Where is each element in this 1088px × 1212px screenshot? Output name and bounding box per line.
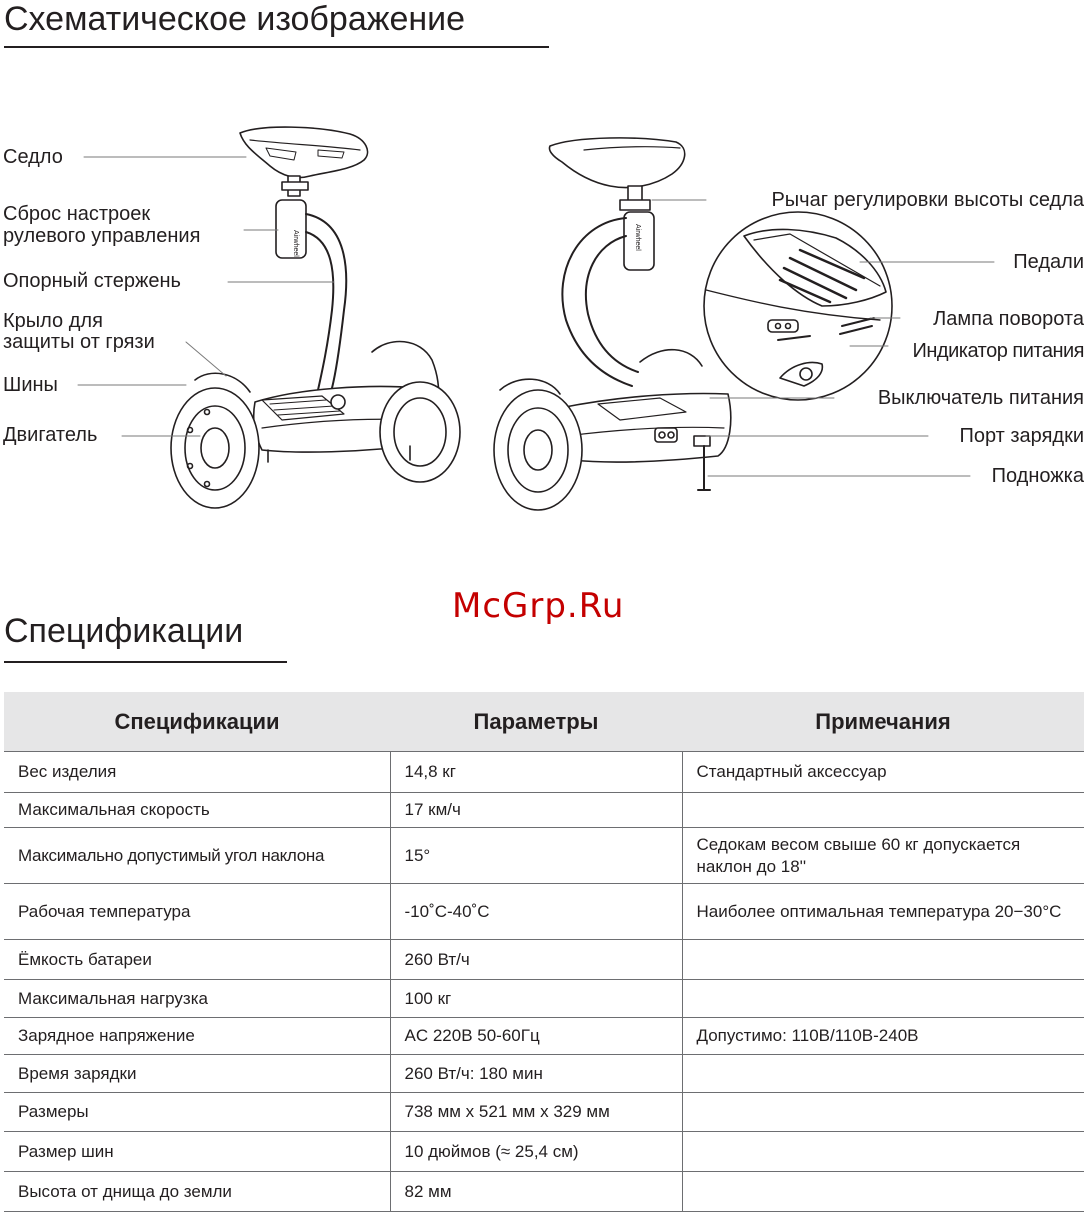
scooter-schematic-drawing: Airwheel bbox=[77, 126, 995, 511]
cell-param: 10 дюймов (≈ 25,4 см) bbox=[389, 1131, 682, 1172]
cell-param: -10˚C-40˚C bbox=[389, 883, 682, 940]
cell-param: 260 Вт/ч bbox=[389, 939, 682, 980]
table-row: Вес изделия 14,8 кг Стандартный аксессуа… bbox=[4, 751, 1084, 793]
cell-param: 100 кг bbox=[389, 979, 682, 1018]
label-fender-line2: защиты от грязи bbox=[3, 331, 155, 353]
table-row: Максимальная скорость 17 км/ч bbox=[4, 792, 1084, 828]
cell-param: 17 км/ч bbox=[389, 792, 682, 828]
cell-note: Наиболее оптимальная температура 20−30°C bbox=[681, 883, 1084, 940]
cell-spec: Размер шин bbox=[4, 1131, 390, 1172]
cell-note bbox=[681, 1171, 1084, 1212]
cell-spec: Рабочая температура bbox=[4, 883, 390, 940]
label-kickstand: Подножка bbox=[991, 465, 1084, 487]
cell-spec: Размеры bbox=[4, 1092, 390, 1132]
specs-title-rule bbox=[4, 661, 287, 663]
cell-param: 14,8 кг bbox=[389, 751, 682, 793]
table-row: Размеры 738 мм х 521 мм х 329 мм bbox=[4, 1092, 1084, 1132]
header-param: Параметры bbox=[390, 692, 682, 752]
cell-spec: Максимальная скорость bbox=[4, 792, 390, 828]
table-row: Максимально допустимый угол наклона 15° … bbox=[4, 827, 1084, 884]
cell-note bbox=[681, 1131, 1084, 1172]
label-tires: Шины bbox=[3, 374, 58, 396]
cell-note bbox=[681, 1092, 1084, 1132]
left-leader-lines bbox=[77, 156, 335, 437]
cell-note bbox=[681, 979, 1084, 1018]
cell-spec: Высота от днища до земли bbox=[4, 1171, 390, 1212]
label-steering-reset-line2: рулевого управления bbox=[3, 225, 201, 247]
cell-param: AC 220В 50-60Гц bbox=[389, 1017, 682, 1055]
specs-title: Спецификации bbox=[4, 612, 244, 650]
cell-param: 260 Вт/ч: 180 мин bbox=[389, 1054, 682, 1093]
left-scooter-illustration: Airwheel bbox=[170, 126, 461, 509]
table-row: Максимальная нагрузка 100 кг bbox=[4, 979, 1084, 1018]
right-leader-lines bbox=[651, 199, 995, 477]
cell-note bbox=[681, 939, 1084, 980]
label-turn-lamp: Лампа поворота bbox=[933, 308, 1084, 330]
right-scooter-illustration: Airwheel bbox=[493, 137, 893, 511]
cell-note: Стандартный аксессуар bbox=[681, 751, 1084, 793]
label-motor: Двигатель bbox=[3, 424, 98, 446]
cell-param: 82 мм bbox=[389, 1171, 682, 1212]
label-fender-line1: Крыло для bbox=[3, 310, 103, 332]
cell-note: Седокам весом свыше 60 кг допускается на… bbox=[681, 827, 1084, 884]
cell-spec: Время зарядки bbox=[4, 1054, 390, 1093]
right-brand-text: Airwheel bbox=[634, 224, 641, 251]
label-seat-height-lever: Рычаг регулировки высоты седла bbox=[771, 189, 1084, 211]
cell-spec: Ёмкость батареи bbox=[4, 939, 390, 980]
cell-spec: Вес изделия bbox=[4, 751, 390, 793]
specs-table: Спецификации Параметры Примечания Вес из… bbox=[4, 692, 1084, 1212]
specs-table-header: Спецификации Параметры Примечания bbox=[4, 692, 1084, 752]
cell-spec: Максимально допустимый угол наклона bbox=[4, 827, 390, 884]
label-pedals: Педали bbox=[1013, 251, 1084, 273]
table-row: Высота от днища до земли 82 мм bbox=[4, 1171, 1084, 1212]
table-row: Зарядное напряжение AC 220В 50-60Гц Допу… bbox=[4, 1017, 1084, 1055]
cell-param: 738 мм х 521 мм х 329 мм bbox=[389, 1092, 682, 1132]
label-power-indicator: Индикатор питания bbox=[912, 340, 1085, 362]
cell-spec: Максимальная нагрузка bbox=[4, 979, 390, 1018]
label-support-rod: Опорный стержень bbox=[3, 270, 181, 292]
cell-param: 15° bbox=[389, 827, 682, 884]
table-row: Время зарядки 260 Вт/ч: 180 мин bbox=[4, 1054, 1084, 1093]
label-saddle: Седло bbox=[3, 146, 63, 168]
table-row: Ёмкость батареи 260 Вт/ч bbox=[4, 939, 1084, 980]
schematic-title-rule bbox=[4, 46, 549, 48]
table-row: Размер шин 10 дюймов (≈ 25,4 см) bbox=[4, 1131, 1084, 1172]
cell-note: Допустимо: 110В/110В-240В bbox=[681, 1017, 1084, 1055]
label-charge-port: Порт зарядки bbox=[959, 425, 1084, 447]
schematic-title: Схематическое изображение bbox=[4, 0, 466, 38]
cell-note bbox=[681, 792, 1084, 828]
watermark: McGrp.Ru bbox=[452, 586, 625, 626]
header-note: Примечания bbox=[682, 692, 1084, 752]
label-steering-reset-line1: Сброс настроек bbox=[3, 203, 151, 225]
cell-note bbox=[681, 1054, 1084, 1093]
cell-spec: Зарядное напряжение bbox=[4, 1017, 390, 1055]
header-spec: Спецификации bbox=[4, 692, 390, 752]
left-brand-text: Airwheel bbox=[292, 230, 299, 257]
label-power-switch: Выключатель питания bbox=[877, 387, 1084, 409]
table-row: Рабочая температура -10˚C-40˚C Наиболее … bbox=[4, 883, 1084, 940]
